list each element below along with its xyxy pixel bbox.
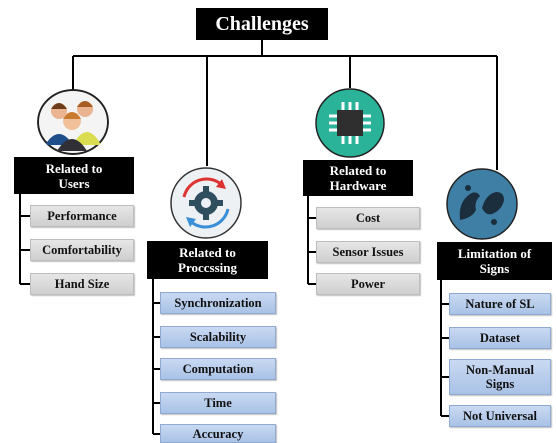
item-synchronization: Synchronization (160, 292, 276, 314)
item-non-manual-signs: Non-Manual Signs (449, 359, 551, 395)
item-comfortability: Comfortability (30, 239, 134, 261)
item-computation: Computation (160, 358, 276, 380)
category-signs-title-line1: Limitation of (457, 246, 532, 261)
root-node-challenges: Challenges (196, 8, 328, 40)
category-users-title-line1: Related to (45, 160, 103, 176)
category-hardware-title-line1: Related to (329, 163, 387, 178)
category-processing-title-line1: Related to (179, 245, 236, 260)
item-nature-of-sl: Nature of SL (449, 293, 551, 315)
category-signs-title-line2: Signs (479, 261, 510, 276)
item-dataset: Dataset (449, 327, 551, 349)
category-processing-header: Related to Proccssing (147, 241, 268, 279)
category-users-title-line2: Users (58, 175, 90, 191)
item-power: Power (316, 273, 420, 295)
item-cost: Cost (316, 207, 420, 229)
item-time: Time (160, 392, 276, 414)
category-hardware-title-line2: Hardware (329, 178, 387, 193)
item-accuracy: Accuracy (160, 424, 276, 443)
item-sensor-issues: Sensor Issues (316, 241, 420, 263)
gear-sync-icon (170, 167, 242, 239)
category-signs-header: Limitation of Signs (437, 242, 552, 280)
item-performance: Performance (30, 205, 134, 227)
category-hardware-header: Related to Hardware (303, 160, 413, 196)
category-users-header: Related to Users (14, 157, 134, 194)
item-scalability: Scalability (160, 326, 276, 348)
category-processing-title-line2: Proccssing (178, 260, 237, 275)
chip-icon (315, 88, 385, 158)
users-group-icon (37, 89, 109, 155)
hand-signs-icon (446, 168, 518, 240)
item-not-universal: Not Universal (449, 405, 551, 427)
item-hand-size: Hand Size (30, 273, 134, 295)
